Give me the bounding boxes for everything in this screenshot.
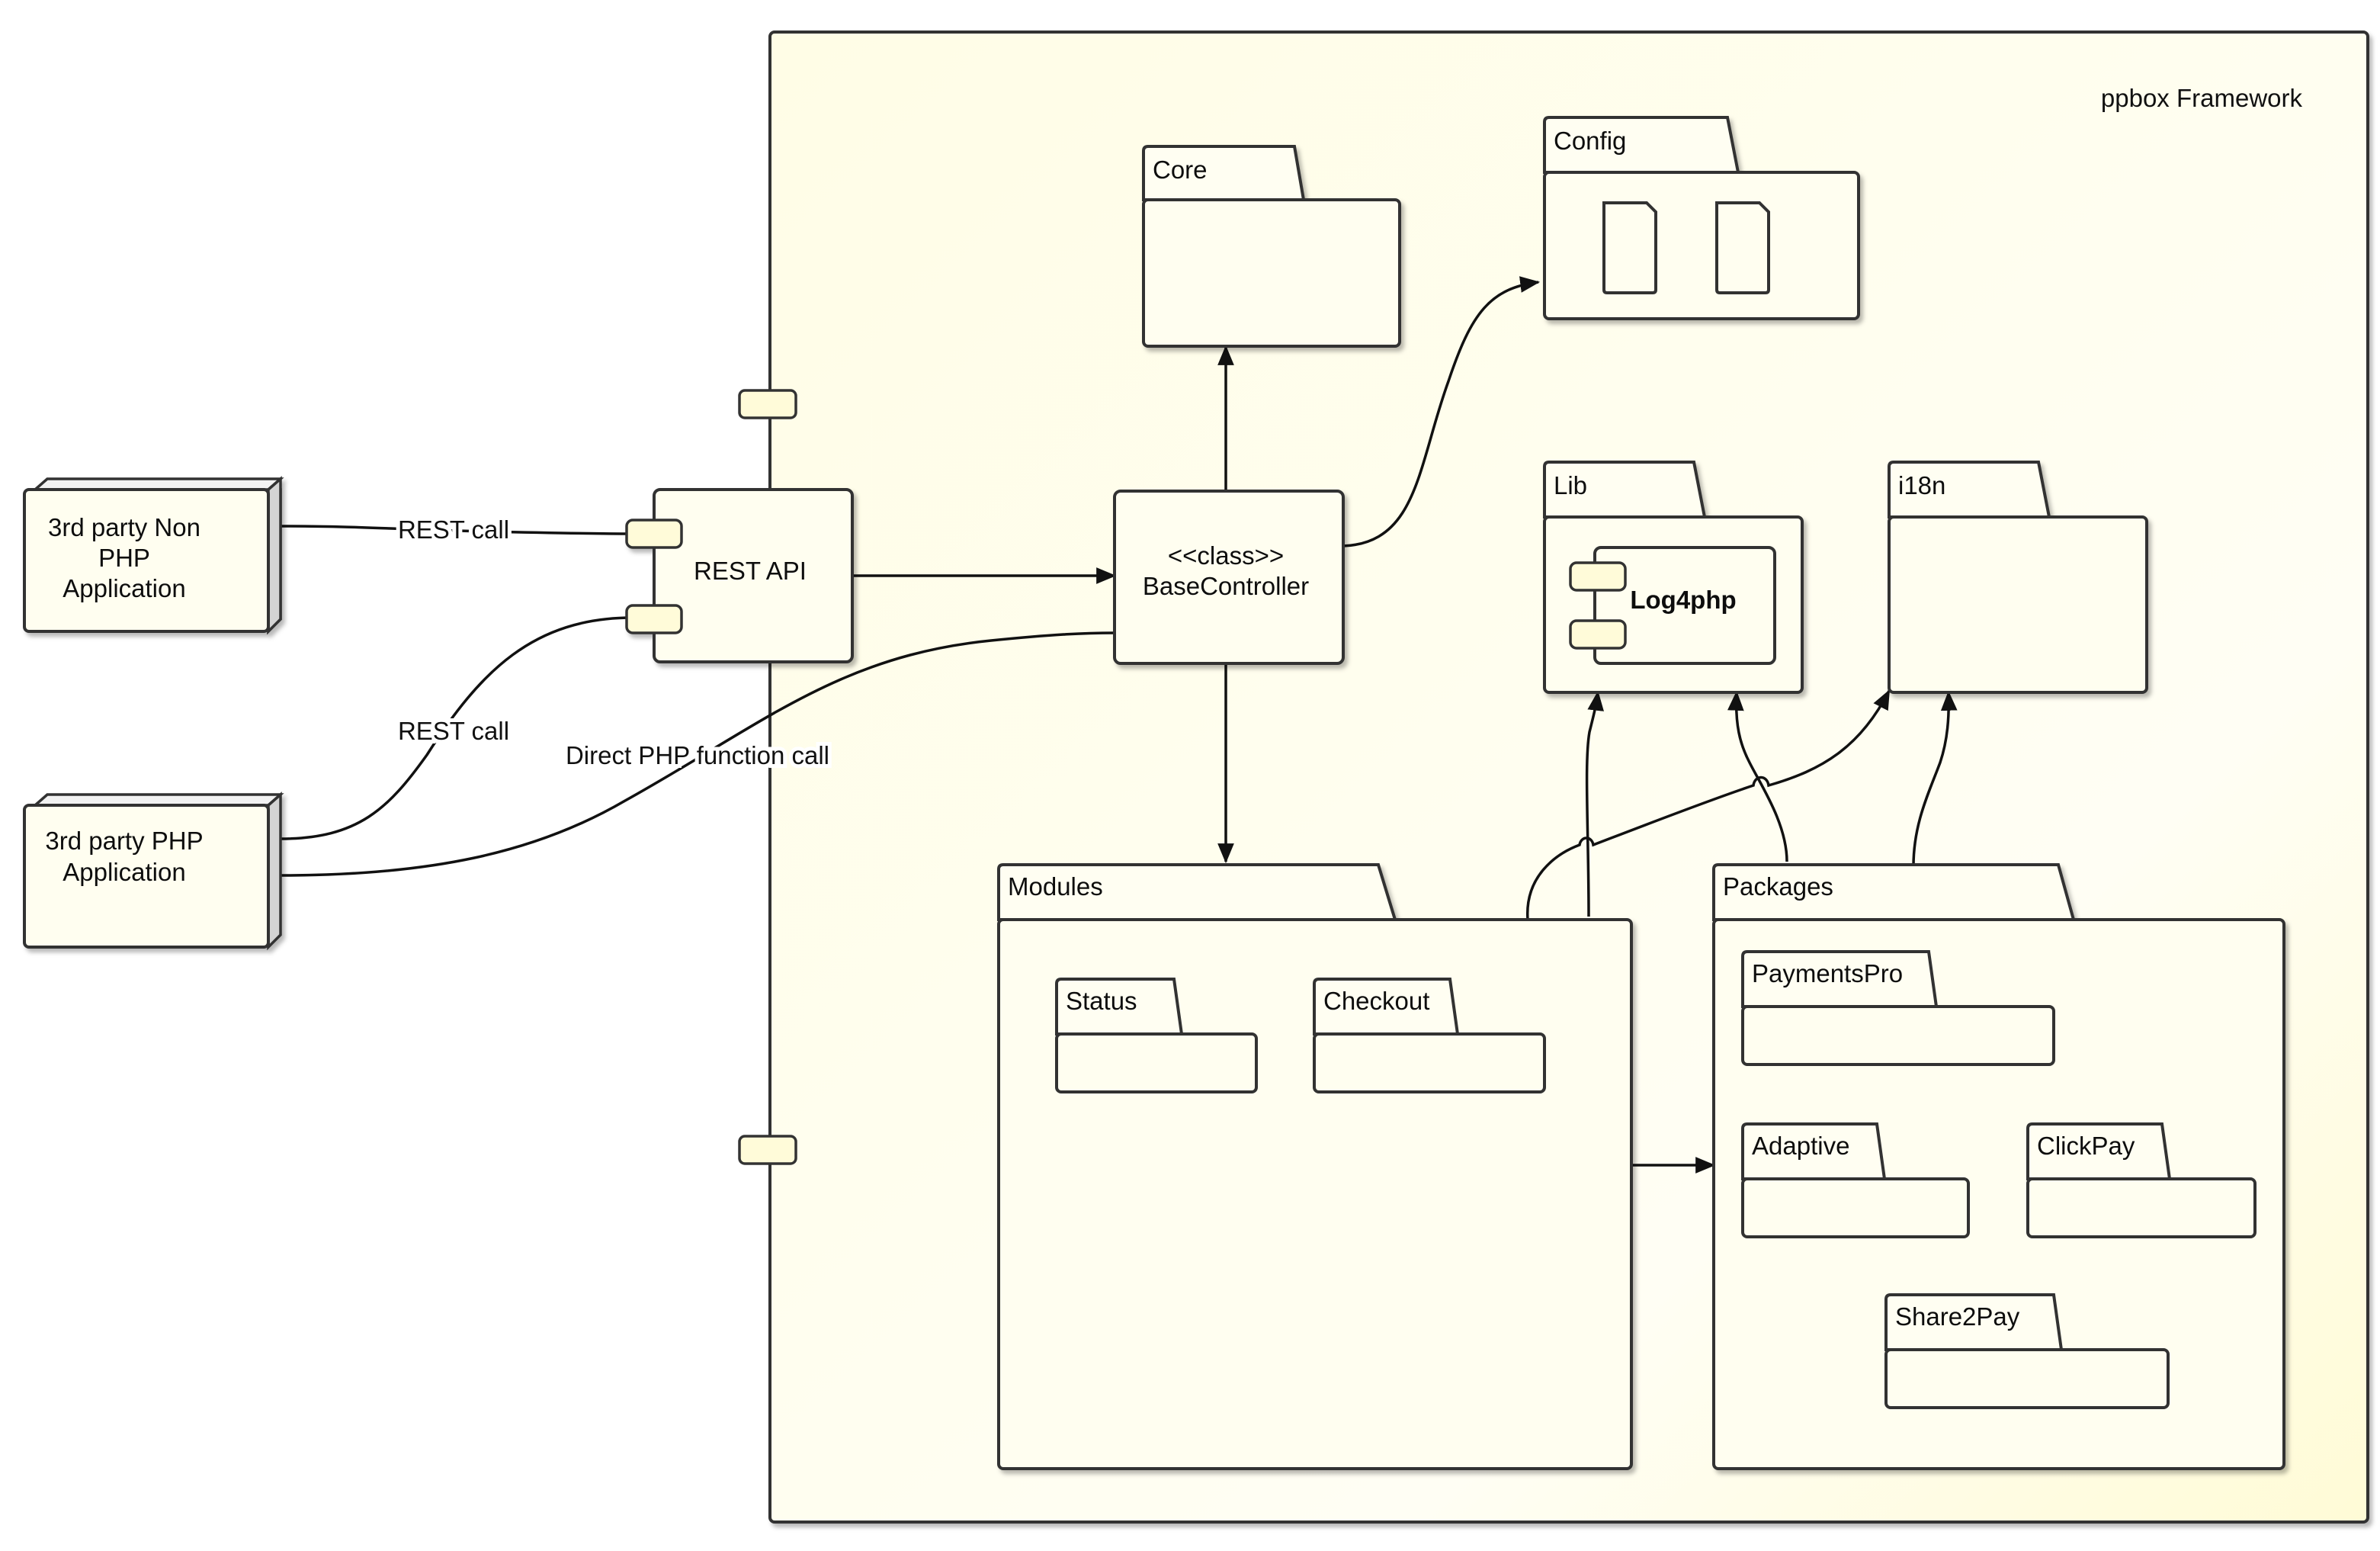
package-core: Core — [1142, 145, 1401, 348]
rest-api-port-1 — [625, 519, 683, 549]
package-status: Status — [1055, 978, 1258, 1093]
node-base-controller: <<class>> BaseController — [1113, 490, 1345, 665]
edge-non-php-rest — [280, 525, 633, 535]
package-adaptive: Adaptive — [1741, 1122, 1970, 1238]
config-file-icon — [1715, 201, 1770, 294]
package-lib-label: Lib — [1554, 471, 1587, 499]
package-checkout-label: Checkout — [1323, 987, 1429, 1015]
package-share2pay: Share2Pay — [1884, 1293, 2170, 1409]
non-php-app-line-1: 3rd party Non — [48, 513, 200, 541]
package-payments-pro: PaymentsPro — [1741, 950, 2055, 1066]
package-i18n-label: i18n — [1898, 471, 1945, 499]
node-non-php-app: 3rd party Non PHP Application — [23, 476, 284, 635]
edge-label-direct-call: Direct PHP function call — [566, 741, 829, 769]
php-app-line-1: 3rd party PHP — [45, 827, 203, 855]
package-adaptive-label: Adaptive — [1752, 1132, 1849, 1160]
log4php-label: Log4php — [1630, 586, 1736, 614]
package-clickpay: ClickPay — [2026, 1122, 2257, 1238]
non-php-app-line-2: PHP — [98, 544, 150, 572]
package-share2pay-label: Share2Pay — [1895, 1302, 2020, 1331]
edge-packages-to-lib — [1727, 690, 1788, 862]
edge-label-rest-call-2: REST call — [398, 717, 509, 745]
node-rest-api: REST API — [625, 488, 854, 663]
package-status-label: Status — [1066, 987, 1137, 1015]
package-config-label: Config — [1554, 127, 1626, 155]
framework-port-bottom — [738, 1135, 797, 1165]
non-php-app-line-3: Application — [63, 574, 185, 602]
package-checkout: Checkout — [1313, 978, 1546, 1093]
component-log4php: Log4php — [1569, 546, 1776, 665]
package-clickpay-label: ClickPay — [2037, 1132, 2135, 1160]
package-payments-pro-label: PaymentsPro — [1752, 959, 1903, 987]
edge-label-rest-call-1: REST call — [398, 515, 509, 544]
package-modules: Modules Status Checkout — [997, 863, 1633, 1470]
edge-modules-to-lib — [1585, 690, 1604, 917]
edges — [280, 276, 1958, 1174]
package-core-label: Core — [1153, 156, 1208, 184]
edge-modules-to-i18n — [1526, 689, 1891, 920]
log4php-port-2 — [1569, 619, 1627, 650]
edge-packages-to-i18n — [1912, 690, 1958, 867]
rest-api-label: REST API — [694, 557, 807, 585]
base-controller-label: BaseController — [1143, 572, 1309, 600]
framework-title: ppbox Framework — [2101, 84, 2303, 112]
package-lib: Lib Log4php — [1543, 461, 1804, 694]
php-app-line-2: Application — [63, 858, 185, 886]
log4php-port-1 — [1569, 561, 1627, 592]
rest-api-port-2 — [625, 604, 683, 634]
package-i18n: i18n — [1888, 461, 2148, 694]
package-config: Config — [1543, 116, 1860, 320]
base-controller-stereotype: <<class>> — [1168, 541, 1284, 570]
package-packages: Packages PaymentsPro Adaptive ClickPay S… — [1712, 863, 2285, 1470]
node-php-app: 3rd party PHP Application — [23, 792, 284, 951]
config-file-icon — [1602, 201, 1657, 294]
package-packages-label: Packages — [1723, 872, 1833, 901]
package-modules-label: Modules — [1008, 872, 1103, 901]
edge-direct-call — [280, 631, 1115, 877]
edge-controller-to-config — [1342, 276, 1541, 548]
edge-php-rest — [280, 616, 633, 840]
framework-port-top — [738, 389, 797, 419]
